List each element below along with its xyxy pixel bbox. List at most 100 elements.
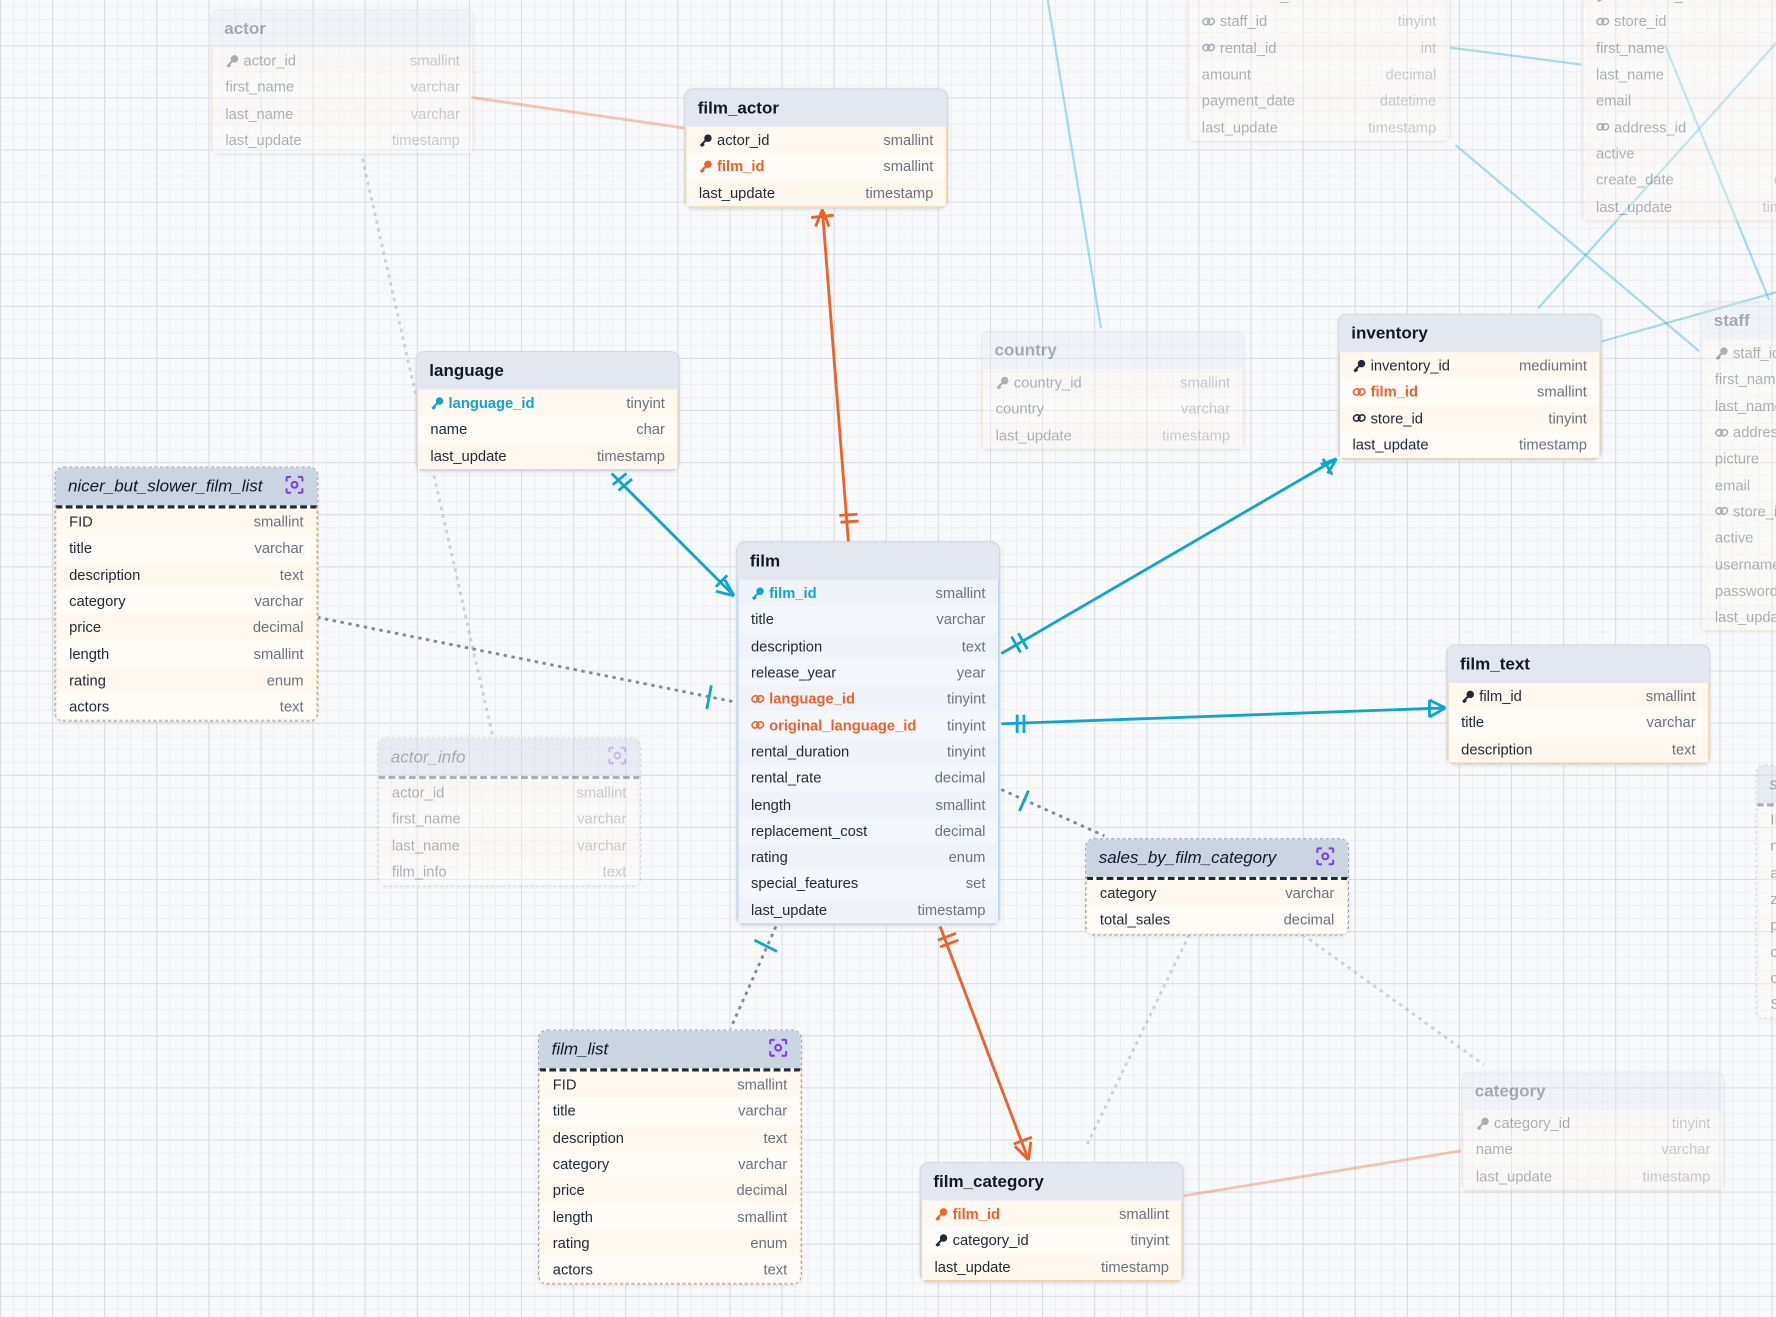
table-header[interactable]: s — [1756, 765, 1776, 804]
table-header[interactable]: country — [982, 331, 1244, 370]
column-row[interactable]: p — [1757, 912, 1776, 939]
column-row[interactable]: a — [1757, 859, 1776, 886]
table-header[interactable]: sales_by_film_category — [1086, 839, 1348, 877]
column-row[interactable]: activeboolean — [1702, 524, 1776, 551]
column-row[interactable]: z — [1757, 885, 1776, 913]
table-header[interactable]: film — [737, 542, 1000, 580]
column-row[interactable]: emailvarchar — [1583, 87, 1776, 114]
table-header[interactable]: film_actor — [685, 89, 947, 127]
table-header[interactable]: film_text — [1447, 645, 1710, 684]
table-header[interactable]: actor_info — [378, 738, 640, 776]
table-header[interactable]: staff — [1701, 302, 1776, 340]
table-header[interactable]: language — [416, 352, 679, 390]
table-header[interactable]: nicer_but_slower_film_list — [55, 467, 318, 506]
view-s[interactable]: sIDnazpccS — [1755, 764, 1776, 1020]
table-partial-1[interactable]: customer_idsmallintstore_idtinyintfirst_… — [1581, 0, 1776, 222]
column-row[interactable]: activeboolean — [1583, 140, 1776, 167]
table-partial-0[interactable]: customer_idsmallintstaff_idtinyintrental… — [1187, 0, 1451, 143]
column-row[interactable]: pictureblob — [1702, 445, 1776, 472]
column-row[interactable]: emailvarchar — [1702, 471, 1776, 499]
column-row[interactable]: passwordvarchar — [1702, 577, 1776, 604]
column-row[interactable]: usernamevarchar — [1702, 550, 1776, 578]
table-staff[interactable]: staffstaff_idtinyintfirst_namevarcharlas… — [1700, 301, 1776, 633]
table-header[interactable]: film_list — [539, 1030, 801, 1069]
column-row[interactable]: c — [1757, 964, 1776, 992]
column-row[interactable]: S — [1757, 991, 1776, 1018]
